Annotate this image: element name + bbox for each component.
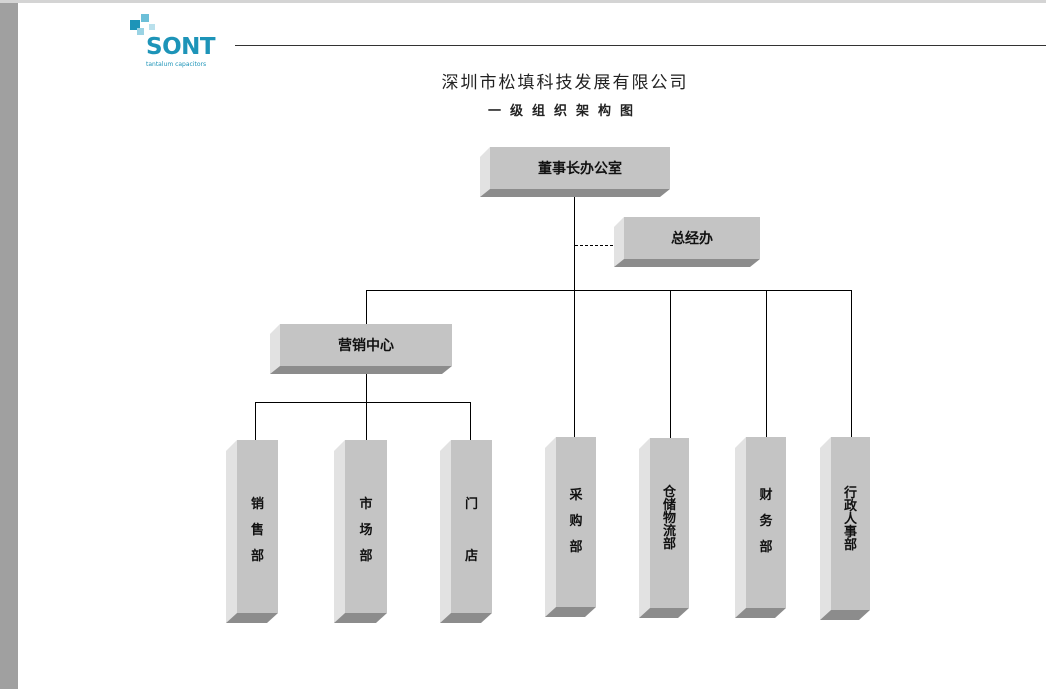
finance-dept-label-char: 部 bbox=[759, 540, 773, 555]
connector-line bbox=[851, 290, 852, 440]
general-manager-box bbox=[614, 217, 760, 267]
sales-dept-label-char: 销 bbox=[250, 497, 264, 512]
warehouse-logistics-dept-label-char: 储 bbox=[662, 498, 676, 513]
general-manager-label: 总经办 bbox=[671, 231, 713, 247]
logo-wordmark: SONT bbox=[146, 34, 216, 60]
logo-squares-icon bbox=[130, 14, 155, 35]
finance-dept-label-char: 财 bbox=[759, 488, 773, 503]
finance-dept-box bbox=[735, 437, 786, 618]
left-margin-bar bbox=[0, 3, 18, 689]
sales-dept-box bbox=[226, 440, 278, 623]
purchasing-dept-label-char: 部 bbox=[569, 540, 583, 555]
marketing-center-box bbox=[270, 324, 452, 374]
finance-dept-label-char: 务 bbox=[759, 514, 773, 529]
store-label-char: 店 bbox=[464, 549, 478, 564]
market-dept-label-char: 市 bbox=[359, 497, 373, 512]
sont-logo: SONT tantalum capacitors bbox=[128, 10, 238, 70]
warehouse-logistics-dept-label-char: 物 bbox=[662, 511, 676, 526]
market-dept-box bbox=[334, 440, 387, 623]
store-label-char: 门 bbox=[464, 497, 478, 512]
purchasing-dept-box bbox=[545, 437, 596, 617]
page-subtitle: 一级组织架构图 bbox=[487, 104, 642, 119]
sales-dept-label-char: 部 bbox=[250, 549, 264, 564]
admin-hr-dept-label-char: 部 bbox=[843, 538, 857, 553]
sales-dept-label-char: 售 bbox=[250, 523, 264, 538]
purchasing-dept-label-char: 购 bbox=[569, 514, 583, 529]
chairman-office-label: 董事长办公室 bbox=[538, 161, 622, 177]
connector-line bbox=[366, 372, 367, 442]
market-dept-label-char: 部 bbox=[359, 549, 373, 564]
warehouse-logistics-dept-label-char: 仓 bbox=[662, 485, 676, 500]
chairman-office-box bbox=[480, 147, 670, 197]
page-title: 深圳市松填科技发展有限公司 bbox=[441, 73, 689, 93]
warehouse-logistics-dept-label-char: 部 bbox=[662, 537, 676, 552]
marketing-center-label: 营销中心 bbox=[338, 338, 394, 354]
header-rule bbox=[235, 45, 1046, 46]
top-border bbox=[0, 0, 1046, 3]
warehouse-logistics-dept-label-char: 流 bbox=[662, 524, 676, 539]
connector-line bbox=[366, 290, 852, 291]
connector-line bbox=[255, 402, 256, 442]
warehouse-logistics-dept-box bbox=[639, 438, 689, 618]
admin-hr-dept-label-char: 事 bbox=[843, 525, 857, 540]
admin-hr-dept-label-char: 人 bbox=[843, 512, 857, 527]
market-dept-label-char: 场 bbox=[359, 523, 373, 538]
logo-tagline: tantalum capacitors bbox=[146, 61, 207, 68]
connector-line bbox=[670, 290, 671, 440]
connector-line bbox=[574, 196, 575, 438]
purchasing-dept-label-char: 采 bbox=[569, 488, 583, 503]
admin-hr-dept-label-char: 政 bbox=[843, 499, 857, 514]
connector-dashed-line bbox=[575, 245, 623, 246]
admin-hr-dept-box bbox=[820, 437, 870, 620]
store-box bbox=[440, 440, 492, 623]
admin-hr-dept-label-char: 行 bbox=[843, 486, 857, 501]
connector-line bbox=[766, 290, 767, 440]
connector-line bbox=[366, 290, 367, 326]
connector-line bbox=[470, 402, 471, 442]
connector-line bbox=[255, 402, 471, 403]
